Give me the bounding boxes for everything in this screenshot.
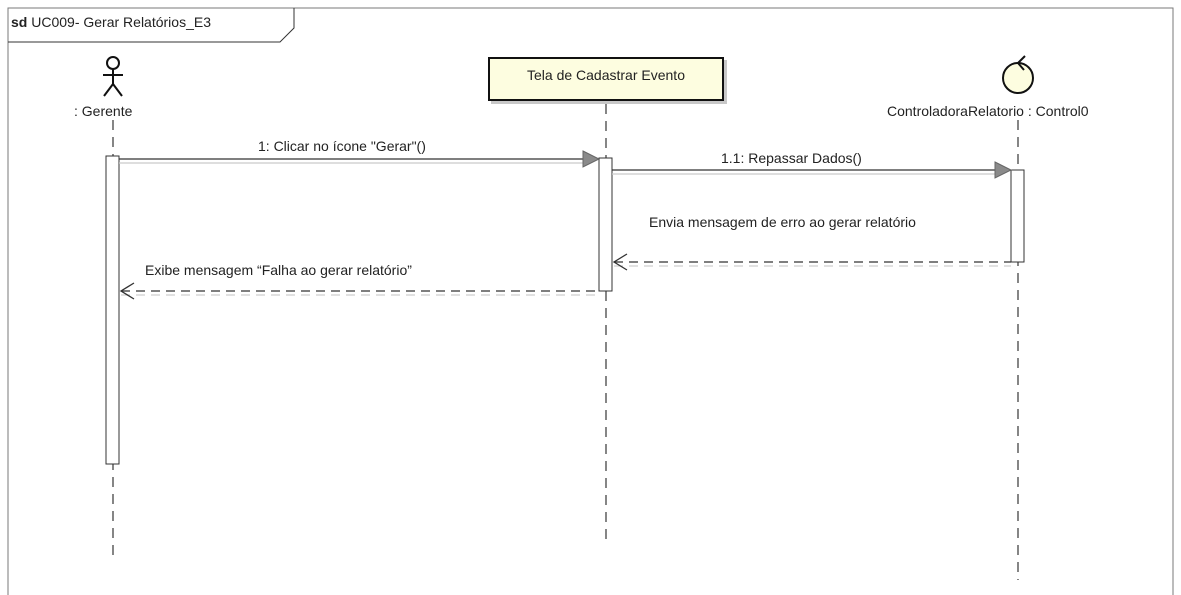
message-2-label: 1.1: Repassar Dados(): [721, 150, 862, 166]
message-3-return-arrow: [612, 253, 1011, 271]
message-3-label: Envia mensagem de erro ao gerar relatóri…: [649, 214, 916, 230]
boundary-label: Tela de Cadastrar Evento: [527, 67, 685, 83]
frame-title: sd UC009- Gerar Relatórios_E3: [11, 14, 211, 31]
control-label: ControladoraRelatorio : Control0: [887, 103, 1089, 119]
message-4-label: Exibe mensagem “Falha ao gerar relatório…: [145, 262, 412, 278]
boundary-lifeline-box: Tela de Cadastrar Evento: [488, 57, 724, 101]
message-4-return-arrow: [119, 282, 599, 300]
message-1-label: 1: Clicar no ícone "Gerar"(): [258, 138, 426, 154]
control-activation-bar: [1010, 169, 1025, 263]
message-1-arrow: [119, 150, 601, 168]
control-icon: [1002, 55, 1034, 94]
frame-keyword: sd: [11, 14, 28, 30]
actor-label: : Gerente: [74, 103, 133, 119]
frame-title-tab: [8, 8, 295, 43]
frame-name: UC009- Gerar Relatórios_E3: [31, 14, 211, 30]
actor-icon: [103, 56, 123, 97]
message-2-arrow: [612, 161, 1013, 179]
diagram-frame: [7, 7, 1174, 595]
boundary-activation-bar: [598, 157, 613, 292]
actor-activation-bar: [105, 155, 120, 465]
